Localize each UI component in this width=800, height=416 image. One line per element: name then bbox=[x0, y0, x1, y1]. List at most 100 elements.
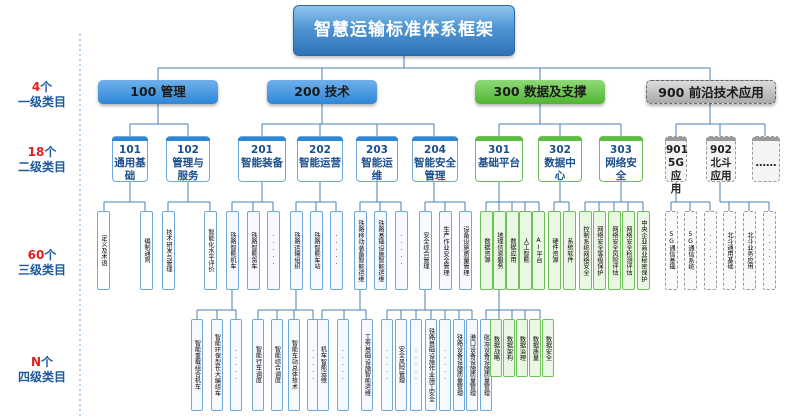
fourth-level-item: ····· bbox=[381, 319, 393, 411]
third-level-item: 硬件资源 bbox=[548, 211, 561, 290]
third-level-item: 5G通信系统 bbox=[684, 211, 697, 290]
third-level-item: ····· bbox=[267, 211, 280, 290]
box-header-bar bbox=[238, 137, 286, 141]
subcategory-name: …… bbox=[755, 157, 777, 169]
fourth-level-item: 工务基础设施智能运维 bbox=[361, 319, 373, 411]
level-label-3: 60个 三级类目 bbox=[12, 248, 72, 278]
subcategory-code: 101 bbox=[119, 144, 141, 156]
third-level-item: 网络安全检测评估 bbox=[622, 211, 635, 290]
fourth-level-item: 数据治理 bbox=[516, 319, 528, 377]
fourth-level-item: 港口设备设施质量管理 bbox=[466, 319, 478, 411]
subcategory-code: 102 bbox=[177, 144, 199, 156]
level-1-unit: 个 bbox=[40, 80, 53, 94]
box-header-bar bbox=[538, 137, 582, 141]
level-3-name: 三级类目 bbox=[17, 263, 66, 277]
third-level-item: 铁路智能货车 bbox=[247, 211, 260, 290]
level-2-name: 二级类目 bbox=[17, 160, 66, 174]
subcategory-name: 5G应用 bbox=[668, 157, 684, 195]
third-level-item: 铁路移动装备智能运维 bbox=[354, 211, 367, 290]
third-level-item: 安全综合管理 bbox=[419, 211, 432, 290]
subcategory-name: 智能安全管理 bbox=[414, 157, 456, 182]
level-4-name: 四级类目 bbox=[17, 370, 66, 384]
subcategory-name: 北斗应用 bbox=[710, 157, 732, 182]
level-1-count: 4 bbox=[31, 80, 41, 94]
fourth-level-item: 智能综合调度 bbox=[271, 319, 283, 411]
box-header-bar bbox=[599, 137, 643, 141]
fourth-level-item: 机车智能运维 bbox=[317, 319, 329, 411]
third-level-item: 网络安全等级保护 bbox=[593, 211, 606, 290]
third-level-item: 地理信息服务 bbox=[493, 211, 506, 290]
subcategory-code: 201 bbox=[251, 144, 273, 156]
third-level-item: 定义及术语 bbox=[97, 211, 110, 290]
fourth-level-item: 智能环保型长大编组车 bbox=[211, 319, 223, 411]
third-level-item: 人工智能 bbox=[519, 211, 532, 290]
subcategory-code: 901 bbox=[666, 144, 688, 156]
level-label-4: N个 四级类目 bbox=[12, 355, 72, 385]
level-3-count: 60 bbox=[27, 248, 45, 262]
subcategory-name: 通用基础 bbox=[114, 157, 146, 182]
category-300-data-support: 300 数据及支撑 bbox=[475, 80, 605, 104]
third-level-item: 北斗业务应用 bbox=[743, 211, 756, 290]
category-200-technology: 200 技术 bbox=[267, 80, 377, 104]
third-level-item: 铁路智能机车 bbox=[226, 211, 239, 290]
box-header-bar bbox=[706, 137, 736, 141]
fourth-level-item: 数据质量 bbox=[529, 319, 541, 377]
third-level-item: AI平台 bbox=[532, 211, 545, 290]
fourth-level-item: 数据架构 bbox=[503, 319, 515, 377]
fourth-level-item: 智能行车调度 bbox=[252, 319, 264, 411]
subcategory-code: 202 bbox=[309, 144, 331, 156]
box-header-bar bbox=[297, 137, 343, 141]
diagram-title: 智慧运输标准体系框架 bbox=[293, 5, 515, 56]
fourth-level-item: 安全风险管理 bbox=[395, 319, 407, 411]
level-4-unit: 个 bbox=[41, 355, 54, 369]
third-level-item: 数据应用 bbox=[506, 211, 519, 290]
level-2-unit: 个 bbox=[44, 145, 57, 159]
box-header-bar bbox=[475, 137, 523, 141]
subcategory-name: 基础平台 bbox=[478, 157, 520, 169]
fourth-level-item: 智能车站总体技术 bbox=[288, 319, 300, 411]
third-level-item: 铁路基础设施智能运维 bbox=[374, 211, 387, 290]
fourth-level-item: ····· bbox=[410, 319, 422, 411]
subcategory-code: 203 bbox=[366, 144, 388, 156]
third-level-item: 生产作业安全管理 bbox=[439, 211, 452, 290]
subcategory-code: 302 bbox=[549, 144, 571, 156]
third-level-item: 智能化水平评价 bbox=[204, 211, 217, 290]
third-level-item: 编制通则 bbox=[140, 211, 153, 290]
third-level-item: ····· bbox=[395, 211, 408, 290]
third-level-item: 铁路运输组织 bbox=[290, 211, 303, 290]
level-3-unit: 个 bbox=[44, 248, 57, 262]
subcategory-code: 902 bbox=[710, 144, 732, 156]
fourth-level-item: 智能重载组合机车 bbox=[191, 319, 203, 411]
subcategory-name: 智能运维 bbox=[361, 157, 393, 182]
fourth-level-item: ····· bbox=[337, 319, 349, 411]
third-level-item: 控制系统网络安全 bbox=[579, 211, 592, 290]
fourth-level-item: 铁路设备设施质量管理 bbox=[453, 319, 465, 411]
subcategory-name: 智能运营 bbox=[299, 157, 341, 169]
box-header-bar bbox=[166, 137, 210, 141]
fourth-level-item: 数据安全 bbox=[542, 319, 554, 377]
third-level-item: 中央企业商业秘密保护 bbox=[637, 211, 650, 290]
subcategory-code: 204 bbox=[424, 144, 446, 156]
level-label-2: 18个 二级类目 bbox=[12, 145, 72, 175]
subcategory-name: 网络安全 bbox=[605, 157, 637, 182]
fourth-level-item: ····· bbox=[230, 319, 242, 411]
box-header-bar bbox=[412, 137, 458, 141]
fourth-level-item: 铁路基础设施作业施工安全 bbox=[425, 319, 437, 411]
level-4-count: N bbox=[30, 355, 42, 369]
third-level-item: 系统软件 bbox=[563, 211, 576, 290]
third-level-item: ····· bbox=[763, 211, 776, 290]
third-level-item: 北斗通用基础 bbox=[723, 211, 736, 290]
level-2-count: 18 bbox=[27, 145, 45, 159]
third-level-item: 技术研发与管理 bbox=[162, 211, 175, 290]
subcategory-code: 303 bbox=[610, 144, 632, 156]
third-level-item: 设备设施质量管理 bbox=[459, 211, 472, 290]
